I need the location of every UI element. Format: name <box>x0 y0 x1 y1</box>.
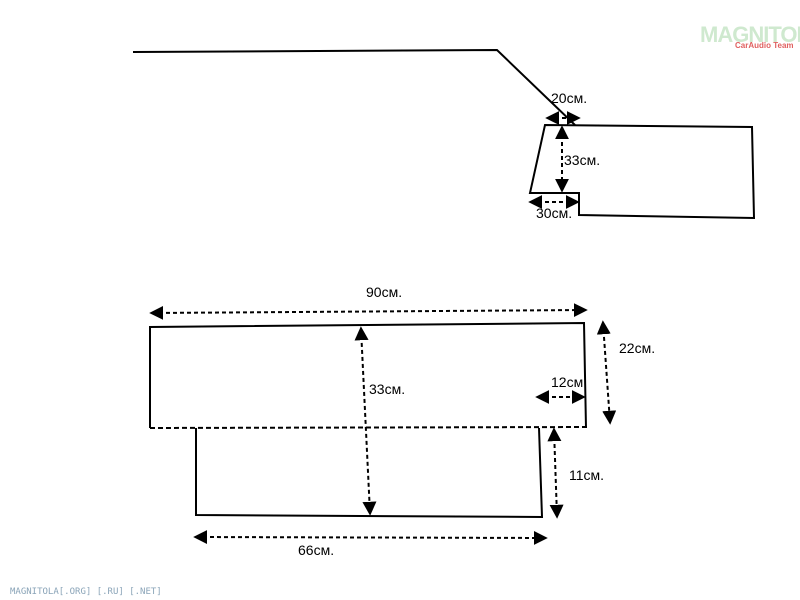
magnitola-logo: MAGNITOLA CarAudio Team <box>700 22 800 50</box>
top-view-step-line <box>149 426 589 429</box>
upper-depth-label: 22см. <box>619 340 655 356</box>
upper-depth-arrow <box>596 320 617 425</box>
side-top-width-label: 20см. <box>551 90 587 106</box>
logo-tagline: CarAudio Team <box>735 41 794 50</box>
bottom-width-arrow <box>193 530 548 545</box>
top-view: 90см. 33см. 12см. 22см. 11см. 66см. <box>149 284 655 558</box>
side-view-box-outline <box>528 123 756 220</box>
depth-arrow <box>354 326 377 516</box>
site-url: MAGNITOLA[.ORG] [.RU] [.NET] <box>10 587 162 597</box>
lower-depth-arrow <box>547 427 564 519</box>
logo-text: MAGNITOLA <box>700 22 800 47</box>
lower-depth-label: 11см. <box>569 467 604 483</box>
side-bottom-width-label: 30см. <box>536 205 572 221</box>
side-view: 20см. 33см. 30см. <box>132 48 756 221</box>
side-height-label: 33см. <box>564 152 600 168</box>
top-view-upper-outline <box>149 321 587 429</box>
vehicle-profile-line <box>132 48 576 126</box>
bottom-width-label: 66см. <box>298 542 334 558</box>
total-width-arrow <box>149 303 588 320</box>
total-width-label: 90см. <box>366 284 402 300</box>
top-view-lower-outline <box>195 427 544 519</box>
depth-label: 33см. <box>369 381 405 397</box>
step-width-label: 12см. <box>551 374 587 390</box>
